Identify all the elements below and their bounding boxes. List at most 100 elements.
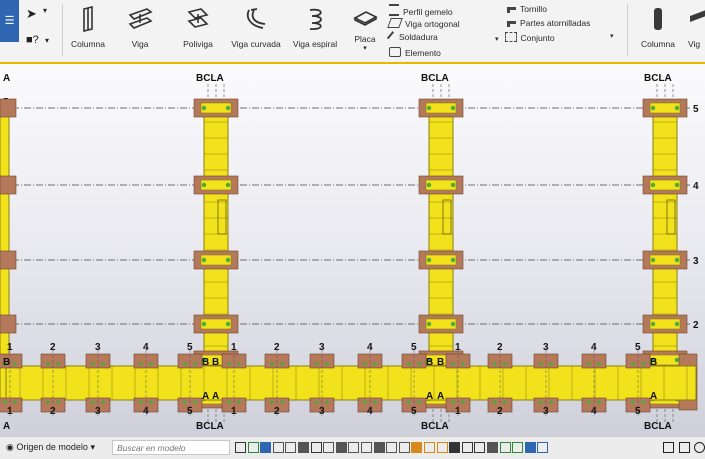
bolt-icon <box>237 400 241 404</box>
sphere-icon[interactable] <box>310 442 322 453</box>
snap-icon[interactable] <box>436 442 448 453</box>
viga-espiral-tool[interactable]: Viga espiral <box>290 6 340 49</box>
eye-icon[interactable] <box>474 442 486 453</box>
chevron-down-icon[interactable]: ▾ <box>363 45 367 52</box>
elemento-item[interactable]: Elemento <box>389 47 441 58</box>
rectangle-icon[interactable] <box>386 442 398 453</box>
grid-icon[interactable] <box>272 442 284 453</box>
viga-tool-2[interactable]: Vig <box>688 6 705 49</box>
bolt-icon <box>201 321 207 327</box>
grid-label: A <box>212 391 219 402</box>
dots-icon[interactable] <box>285 442 297 453</box>
line-icon[interactable] <box>298 442 309 453</box>
bolt-icon <box>461 400 465 404</box>
flag-icon[interactable] <box>398 442 410 453</box>
book-icon[interactable] <box>449 442 461 453</box>
grid-label: 1 <box>231 342 237 353</box>
partes-atornilladas-item[interactable]: Partes atornilladas <box>507 18 590 28</box>
arrow-icon[interactable] <box>348 442 360 453</box>
chevron-down-icon[interactable]: ▾ <box>43 6 48 15</box>
grid-icon[interactable] <box>335 442 347 453</box>
grid-label: 3 <box>95 406 101 417</box>
grid-icon[interactable] <box>323 442 335 453</box>
viga-espiral-label: Viga espiral <box>292 39 338 49</box>
green-square-icon[interactable] <box>499 442 511 453</box>
search-input[interactable] <box>112 440 230 455</box>
square-icon[interactable] <box>373 442 385 453</box>
bolt-icon <box>650 257 656 263</box>
circle-icon[interactable] <box>694 442 705 453</box>
soldadura-item[interactable]: Soldadura <box>386 31 438 42</box>
placa-tool[interactable]: Placa ▾ <box>348 6 382 52</box>
bolt-icon <box>650 321 656 327</box>
snap-icon[interactable] <box>411 442 423 453</box>
model-origin-dropdown[interactable]: ◉ Origen de modelo ▾ <box>6 442 95 453</box>
placa-label: Placa <box>354 34 376 44</box>
view-toggle-icon[interactable] <box>663 442 674 453</box>
grid-label: 5 <box>187 342 193 353</box>
grid-label: 3 <box>693 256 699 267</box>
tornillo-item[interactable]: Tornillo <box>507 4 547 14</box>
bolt-icon <box>325 362 329 366</box>
chevron-down-icon[interactable]: ▾ <box>610 33 614 40</box>
perfil-gemelo-item[interactable]: Perfil gemelo <box>389 4 453 17</box>
grid-label: BCLA <box>196 73 224 84</box>
bolt-icon <box>407 362 411 366</box>
viga-ortogonal-item[interactable]: Viga ortogonal <box>387 18 460 29</box>
bolt-icon <box>280 362 284 366</box>
arrow-icon[interactable] <box>487 442 498 453</box>
cross-icon[interactable] <box>361 442 372 453</box>
bolt-icon <box>450 105 456 111</box>
bolt-icon <box>46 400 50 404</box>
grid-label: B <box>437 357 444 368</box>
blue-grid-icon[interactable] <box>524 442 536 453</box>
beam-icon <box>128 8 153 29</box>
grid-label: 4 <box>367 342 373 353</box>
bolt-icon <box>493 362 497 366</box>
star-icon[interactable] <box>512 442 524 453</box>
bolt-icon <box>503 400 507 404</box>
square-icon[interactable] <box>679 442 690 453</box>
select-arrow-icon[interactable]: ➤ <box>26 6 37 21</box>
columna-label-2: Columna <box>640 39 676 49</box>
conjunto-item[interactable]: ▾Conjunto <box>495 32 555 43</box>
connection-stiffener <box>200 179 232 191</box>
columna-tool[interactable]: Columna <box>66 6 110 49</box>
viga-tool[interactable]: Viga <box>118 6 162 49</box>
element-icon <box>389 47 401 57</box>
model-drawing[interactable]: 543254321ABCLABCLABCLAABCLABCLABCLA11223… <box>0 64 705 436</box>
blue-grid-icon[interactable] <box>537 442 549 453</box>
blue-square-icon[interactable] <box>260 442 272 453</box>
viga-curvada-tool[interactable]: Viga curvada <box>228 6 284 49</box>
grid-label: 4 <box>143 406 149 417</box>
snap-icon[interactable] <box>424 442 435 453</box>
poliviga-tool[interactable]: Poliviga <box>176 6 220 49</box>
column-icon <box>83 6 93 32</box>
assembly-icon <box>504 32 517 42</box>
bolt-icon <box>237 362 241 366</box>
grid-label: 2 <box>50 406 56 417</box>
bolt-icon <box>139 362 143 366</box>
bolt-icon <box>549 400 553 404</box>
bolt-icon <box>225 105 231 111</box>
model-view[interactable]: 543254321ABCLABCLABCLAABCLABCLABCLA11223… <box>0 62 705 436</box>
magnet-icon[interactable] <box>461 442 473 453</box>
columna-tool-2[interactable]: Columna <box>636 6 680 49</box>
chevron-down-icon[interactable]: ▾ <box>495 36 499 43</box>
filter-icon[interactable] <box>247 442 259 453</box>
twin-profile-icon <box>389 4 399 16</box>
grid-label: A <box>3 73 10 84</box>
bolt-icon <box>13 400 17 404</box>
beam-detail <box>666 199 676 235</box>
select-help-icon[interactable]: ■? <box>26 34 39 46</box>
bolt-icon <box>193 400 197 404</box>
grid-label: 1 <box>455 342 461 353</box>
connection-stiffener <box>649 254 681 266</box>
bolt-icon <box>674 182 680 188</box>
cursor-icon[interactable] <box>235 442 246 453</box>
grid-label: BCLA <box>421 73 449 84</box>
grid-label: 2 <box>497 342 503 353</box>
app-menu-button[interactable]: ☰ <box>0 0 19 42</box>
bolt-icon <box>201 257 207 263</box>
chevron-down-icon[interactable]: ▾ <box>45 36 50 45</box>
